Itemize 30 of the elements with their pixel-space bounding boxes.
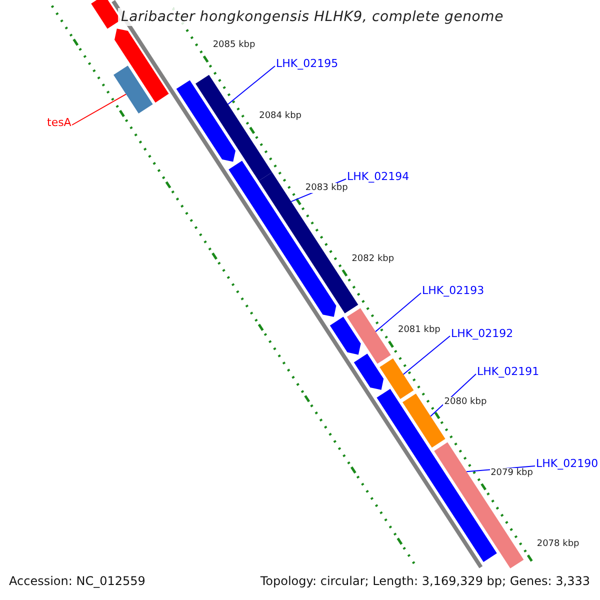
gene-feature [176, 80, 236, 162]
gene-label: LHK_02193 [422, 284, 484, 297]
scale-label: 2080 kbp [443, 396, 488, 407]
gene-label: LHK_02192 [451, 327, 514, 340]
gene-feature [354, 354, 384, 390]
gene-label: tesA [47, 116, 72, 129]
gene-feature [330, 316, 361, 355]
gene-bar [346, 308, 391, 364]
gene-bar [91, 0, 121, 29]
gene-feature [114, 28, 169, 103]
accession-text: Accession: NC_012559 [9, 574, 146, 588]
scale-label: 2079 kbp [490, 468, 534, 478]
scale-label: 2083 kbp [304, 182, 349, 193]
gene-label: LHK_02195 [276, 57, 338, 70]
leader-line [228, 66, 276, 105]
gene-label: LHK_02194 [347, 170, 410, 183]
scale-label: 2084 kbp [258, 111, 302, 122]
gene-bar [402, 394, 446, 448]
gene-bar [114, 66, 153, 114]
scale-label: 2081 kbp [396, 325, 442, 336]
gene-label: LHK_02190 [536, 457, 598, 470]
genome-info-text: Topology: circular; Length: 3,169,329 bp; Genes: 3,333 [260, 574, 590, 588]
scale-label: 2078 kbp [536, 539, 580, 550]
leader-line [375, 292, 422, 332]
gene-label: LHK_02191 [477, 365, 540, 378]
scale-label: 2085 kbp [212, 40, 256, 50]
leader-line [402, 336, 450, 375]
leader-line [72, 94, 127, 126]
gene-bar [380, 358, 414, 399]
scale-label: 2082 kbp [350, 254, 396, 264]
